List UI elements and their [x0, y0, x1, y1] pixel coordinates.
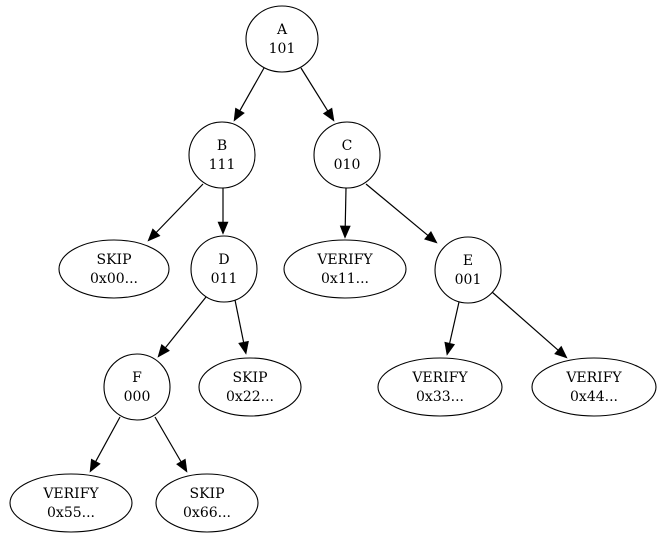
- node-label-line1: D: [218, 252, 229, 268]
- node-shape: [283, 239, 407, 299]
- node-label-line1: SKIP: [190, 486, 225, 502]
- node-label-line2: 101: [269, 41, 296, 57]
- edge-line: [449, 301, 460, 344]
- edge-line: [491, 291, 559, 351]
- node-shape: [434, 236, 502, 304]
- node-shape: [9, 473, 133, 533]
- node-label-line1: F: [132, 370, 142, 386]
- node-v1[interactable]: VERIFY 0x11...: [283, 239, 407, 299]
- edge-line: [239, 67, 265, 111]
- node-label-line1: VERIFY: [565, 370, 622, 386]
- node-label-line1: C: [342, 138, 353, 154]
- node-label-line2: 010: [334, 157, 361, 173]
- node-c[interactable]: C 010: [313, 121, 381, 189]
- edge-line: [155, 183, 204, 233]
- node-label-line2: 011: [211, 271, 238, 287]
- edge-line: [234, 299, 245, 343]
- node-label-line2: 111: [209, 157, 236, 173]
- edge-a-to-c: [300, 67, 335, 122]
- node-label-line2: 000: [124, 389, 151, 405]
- node-label-line2: 001: [455, 272, 482, 288]
- node-label-line1: E: [463, 253, 473, 269]
- edge-f-to-v5: [89, 416, 121, 473]
- node-shape: [531, 357, 657, 417]
- edge-e-to-v4: [491, 291, 568, 359]
- node-shape: [190, 235, 258, 303]
- edge-line: [165, 296, 207, 349]
- edge-b-to-d: [217, 188, 229, 235]
- node-label-line2: 0x00...: [90, 271, 138, 287]
- node-label-line2: 0x11...: [321, 271, 369, 287]
- node-label-line2: 0x44...: [570, 389, 618, 405]
- node-v4[interactable]: VERIFY 0x44...: [531, 357, 657, 417]
- node-shape: [245, 5, 319, 73]
- edges-layer: [89, 67, 568, 473]
- arrowhead-icon: [322, 107, 335, 122]
- edge-c-to-v1: [339, 187, 351, 239]
- arrowhead-icon: [554, 345, 568, 359]
- node-shape: [198, 357, 302, 417]
- edge-d-to-f: [157, 296, 207, 358]
- arrowhead-icon: [339, 225, 351, 239]
- node-shape: [58, 239, 170, 299]
- node-label-line2: 0x22...: [226, 389, 274, 405]
- node-f[interactable]: F 000: [103, 353, 171, 421]
- arrowhead-icon: [233, 107, 245, 122]
- arrowhead-icon: [176, 458, 188, 473]
- edge-line: [344, 187, 347, 227]
- node-label-line2: 0x55...: [47, 505, 95, 521]
- node-s0[interactable]: SKIP 0x00...: [58, 239, 170, 299]
- node-shape: [313, 121, 381, 189]
- node-shape: [377, 357, 503, 417]
- node-b[interactable]: B 111: [188, 121, 256, 189]
- node-label-line1: B: [217, 138, 227, 154]
- node-s6[interactable]: SKIP 0x66...: [155, 473, 259, 533]
- nodes-layer: A101B111C010SKIP0x00...D011VERIFY0x11...…: [9, 5, 657, 533]
- arrowhead-icon: [238, 340, 249, 355]
- edge-line: [154, 416, 182, 462]
- arrowhead-icon: [444, 341, 456, 356]
- node-e[interactable]: E 001: [434, 236, 502, 304]
- edge-line: [95, 416, 121, 462]
- node-label-line2: 0x33...: [416, 389, 464, 405]
- edge-line: [300, 67, 329, 112]
- arrowhead-icon: [157, 343, 170, 358]
- node-s2[interactable]: SKIP 0x22...: [198, 357, 302, 417]
- node-d[interactable]: D 011: [190, 235, 258, 303]
- node-label-line1: SKIP: [233, 370, 268, 386]
- edge-b-to-s0: [147, 183, 204, 242]
- node-label-line1: SKIP: [97, 252, 132, 268]
- node-a[interactable]: A 101: [245, 5, 319, 73]
- node-shape: [103, 353, 171, 421]
- arrowhead-icon: [89, 458, 101, 473]
- node-label-line2: 0x66...: [183, 505, 231, 521]
- edge-d-to-s2: [234, 299, 249, 355]
- node-shape: [188, 121, 256, 189]
- node-label-line1: VERIFY: [411, 370, 468, 386]
- node-shape: [155, 473, 259, 533]
- arrowhead-icon: [147, 228, 161, 242]
- arrowhead-icon: [217, 221, 229, 235]
- node-label-line1: VERIFY: [316, 252, 373, 268]
- edge-f-to-s6: [154, 416, 188, 473]
- arrowhead-icon: [424, 230, 438, 244]
- edge-line: [365, 183, 429, 236]
- node-label-line1: VERIFY: [42, 486, 99, 502]
- node-v5[interactable]: VERIFY 0x55...: [9, 473, 133, 533]
- node-v3[interactable]: VERIFY 0x33...: [377, 357, 503, 417]
- node-label-line1: A: [276, 22, 288, 38]
- edge-c-to-e: [365, 183, 438, 244]
- edge-e-to-v3: [444, 301, 460, 356]
- edge-a-to-b: [233, 67, 265, 122]
